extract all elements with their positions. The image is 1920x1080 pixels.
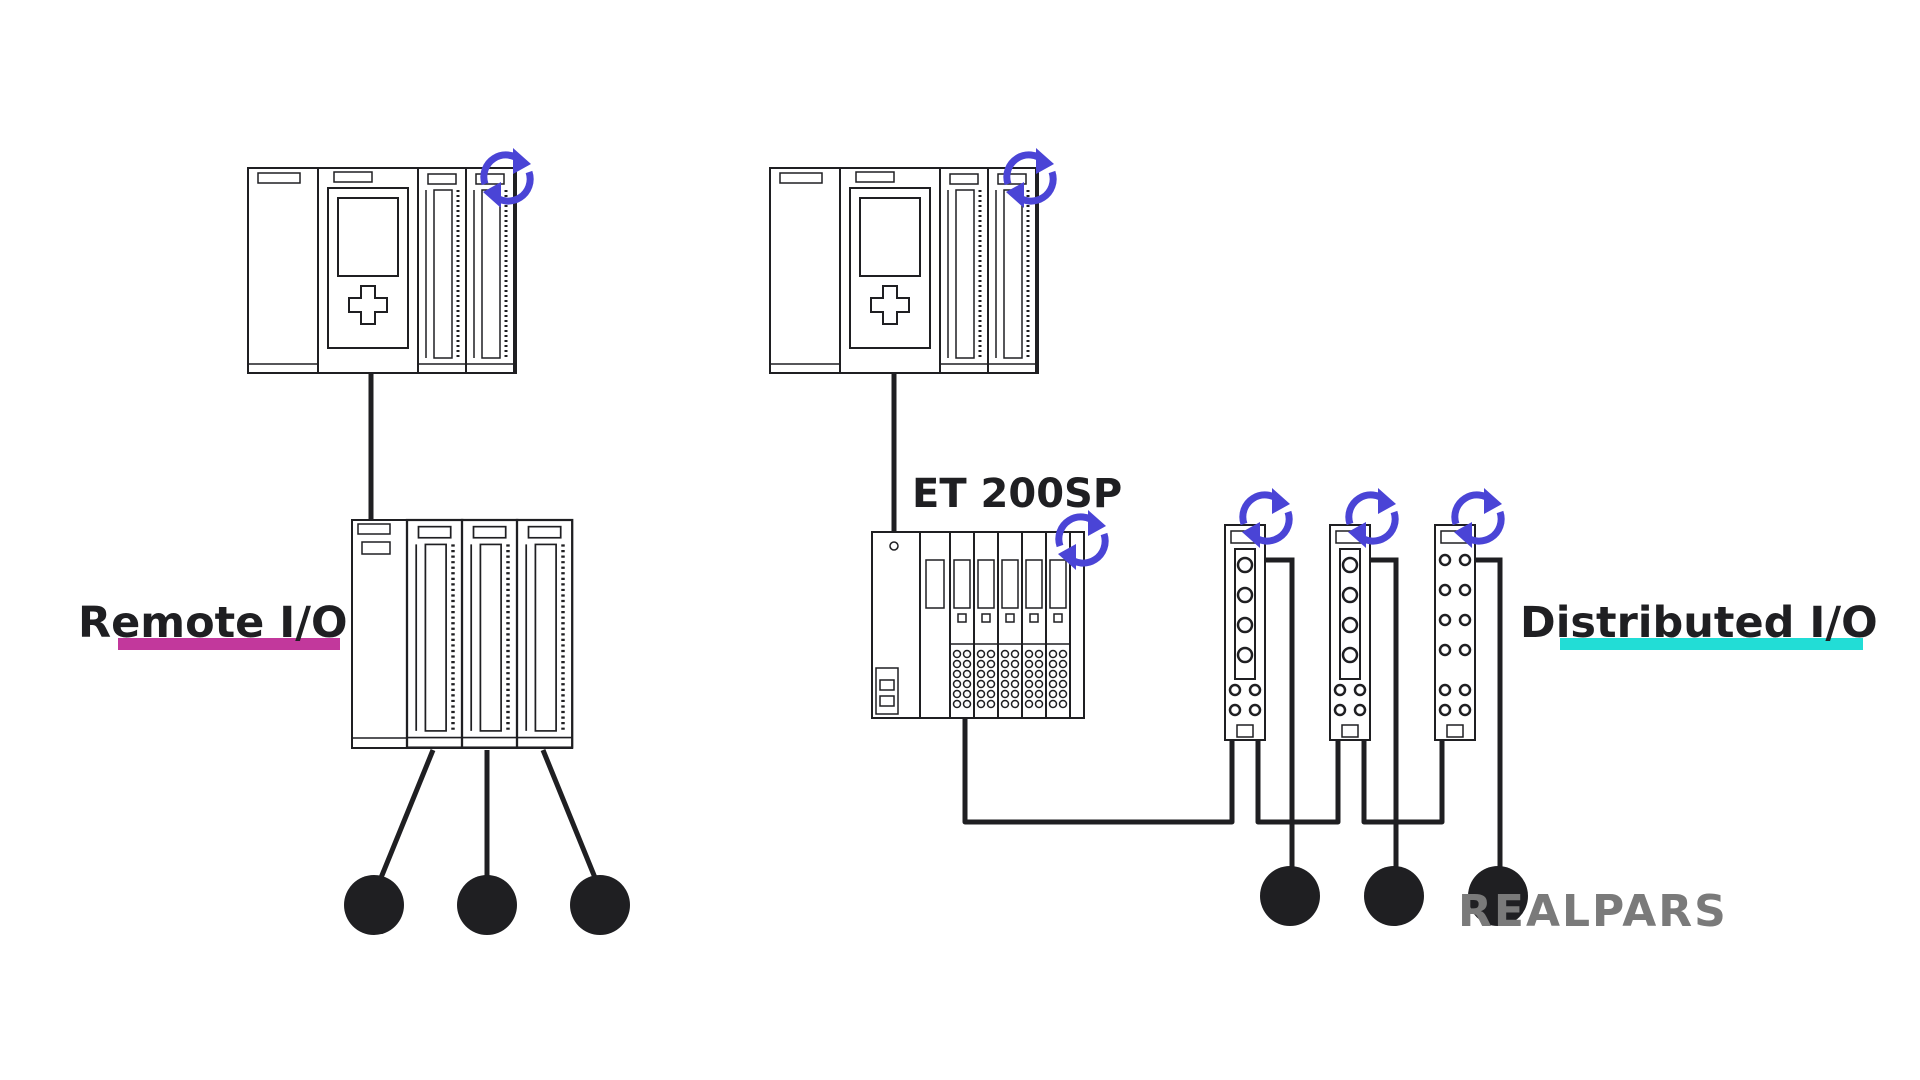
right-plc-rack — [770, 168, 1038, 373]
remote-field-device-3 — [570, 875, 630, 935]
remote-io-label-group: Remote I/O — [78, 602, 348, 662]
distributed-field-cable-3 — [1475, 557, 1503, 880]
distributed-bus-cable-2 — [1255, 740, 1341, 825]
distributed-bus-cable-3 — [1361, 740, 1445, 825]
distributed-field-device-1 — [1260, 866, 1320, 926]
remote-field-device-1 — [344, 875, 404, 935]
io-device-icon — [1223, 523, 1267, 742]
distributed-field-cable-1 — [1265, 557, 1295, 880]
et200sp-station — [871, 531, 1085, 719]
distributed-bus-cable — [962, 718, 1235, 825]
realpars-logo: REALPARS — [1458, 886, 1728, 937]
io-device-icon — [1433, 523, 1477, 742]
remote-io-rack — [351, 518, 574, 750]
left-plc-rack — [248, 168, 516, 373]
distributed-field-cable-2 — [1370, 557, 1399, 880]
distributed-io-underline — [1560, 638, 1863, 650]
distributed-io-label: Distributed I/O — [1520, 598, 1878, 648]
distributed-field-device-2 — [1364, 866, 1424, 926]
remote-io-label: Remote I/O — [78, 598, 348, 648]
io-device-icon — [1328, 523, 1372, 742]
remote-field-cable-1 — [373, 749, 436, 891]
remote-field-device-2 — [457, 875, 517, 935]
remote-field-cable-3 — [540, 749, 603, 891]
remote-io-underline — [118, 638, 340, 650]
distributed-io-label-group: Distributed I/O — [1520, 602, 1878, 662]
distributed-field-device-3 — [1468, 866, 1528, 926]
et200sp-label: ET 200SP — [912, 471, 1123, 517]
